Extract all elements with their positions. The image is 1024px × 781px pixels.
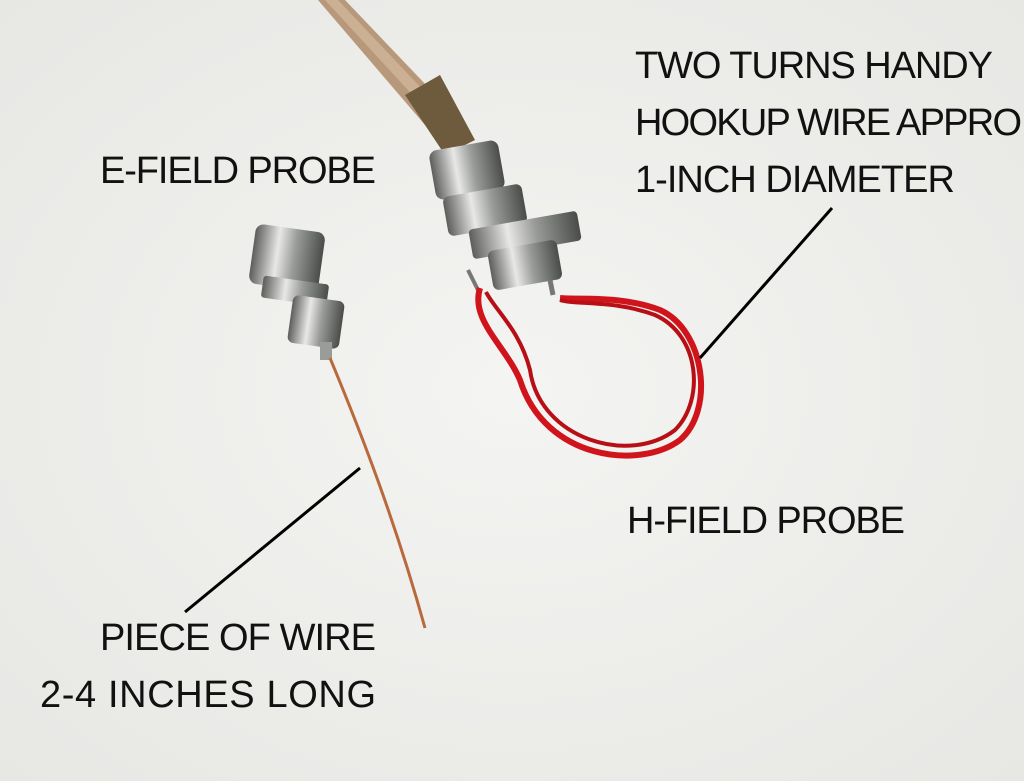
loop-note-line1: TWO TURNS HANDY	[635, 45, 995, 87]
wire-note-line1: PIECE OF WIRE	[100, 617, 378, 659]
loop-note-line3: 1-INCH DIAMETER	[635, 159, 957, 201]
loop-leader-line	[698, 207, 834, 359]
wire-note-line2: 2-4 INCHES LONG	[40, 674, 378, 716]
coax-cable	[318, 0, 475, 155]
e-field-label: E-FIELD PROBE	[100, 150, 378, 192]
loop-note-line2: HOOKUP WIRE APPRO	[635, 102, 1024, 144]
e-field-wire	[328, 357, 427, 629]
h-field-connector	[429, 140, 582, 296]
h-field-label: H-FIELD PROBE	[627, 500, 907, 542]
h-field-loop	[475, 287, 704, 459]
e-field-connector	[249, 224, 345, 360]
wire-leader-line	[184, 466, 361, 614]
